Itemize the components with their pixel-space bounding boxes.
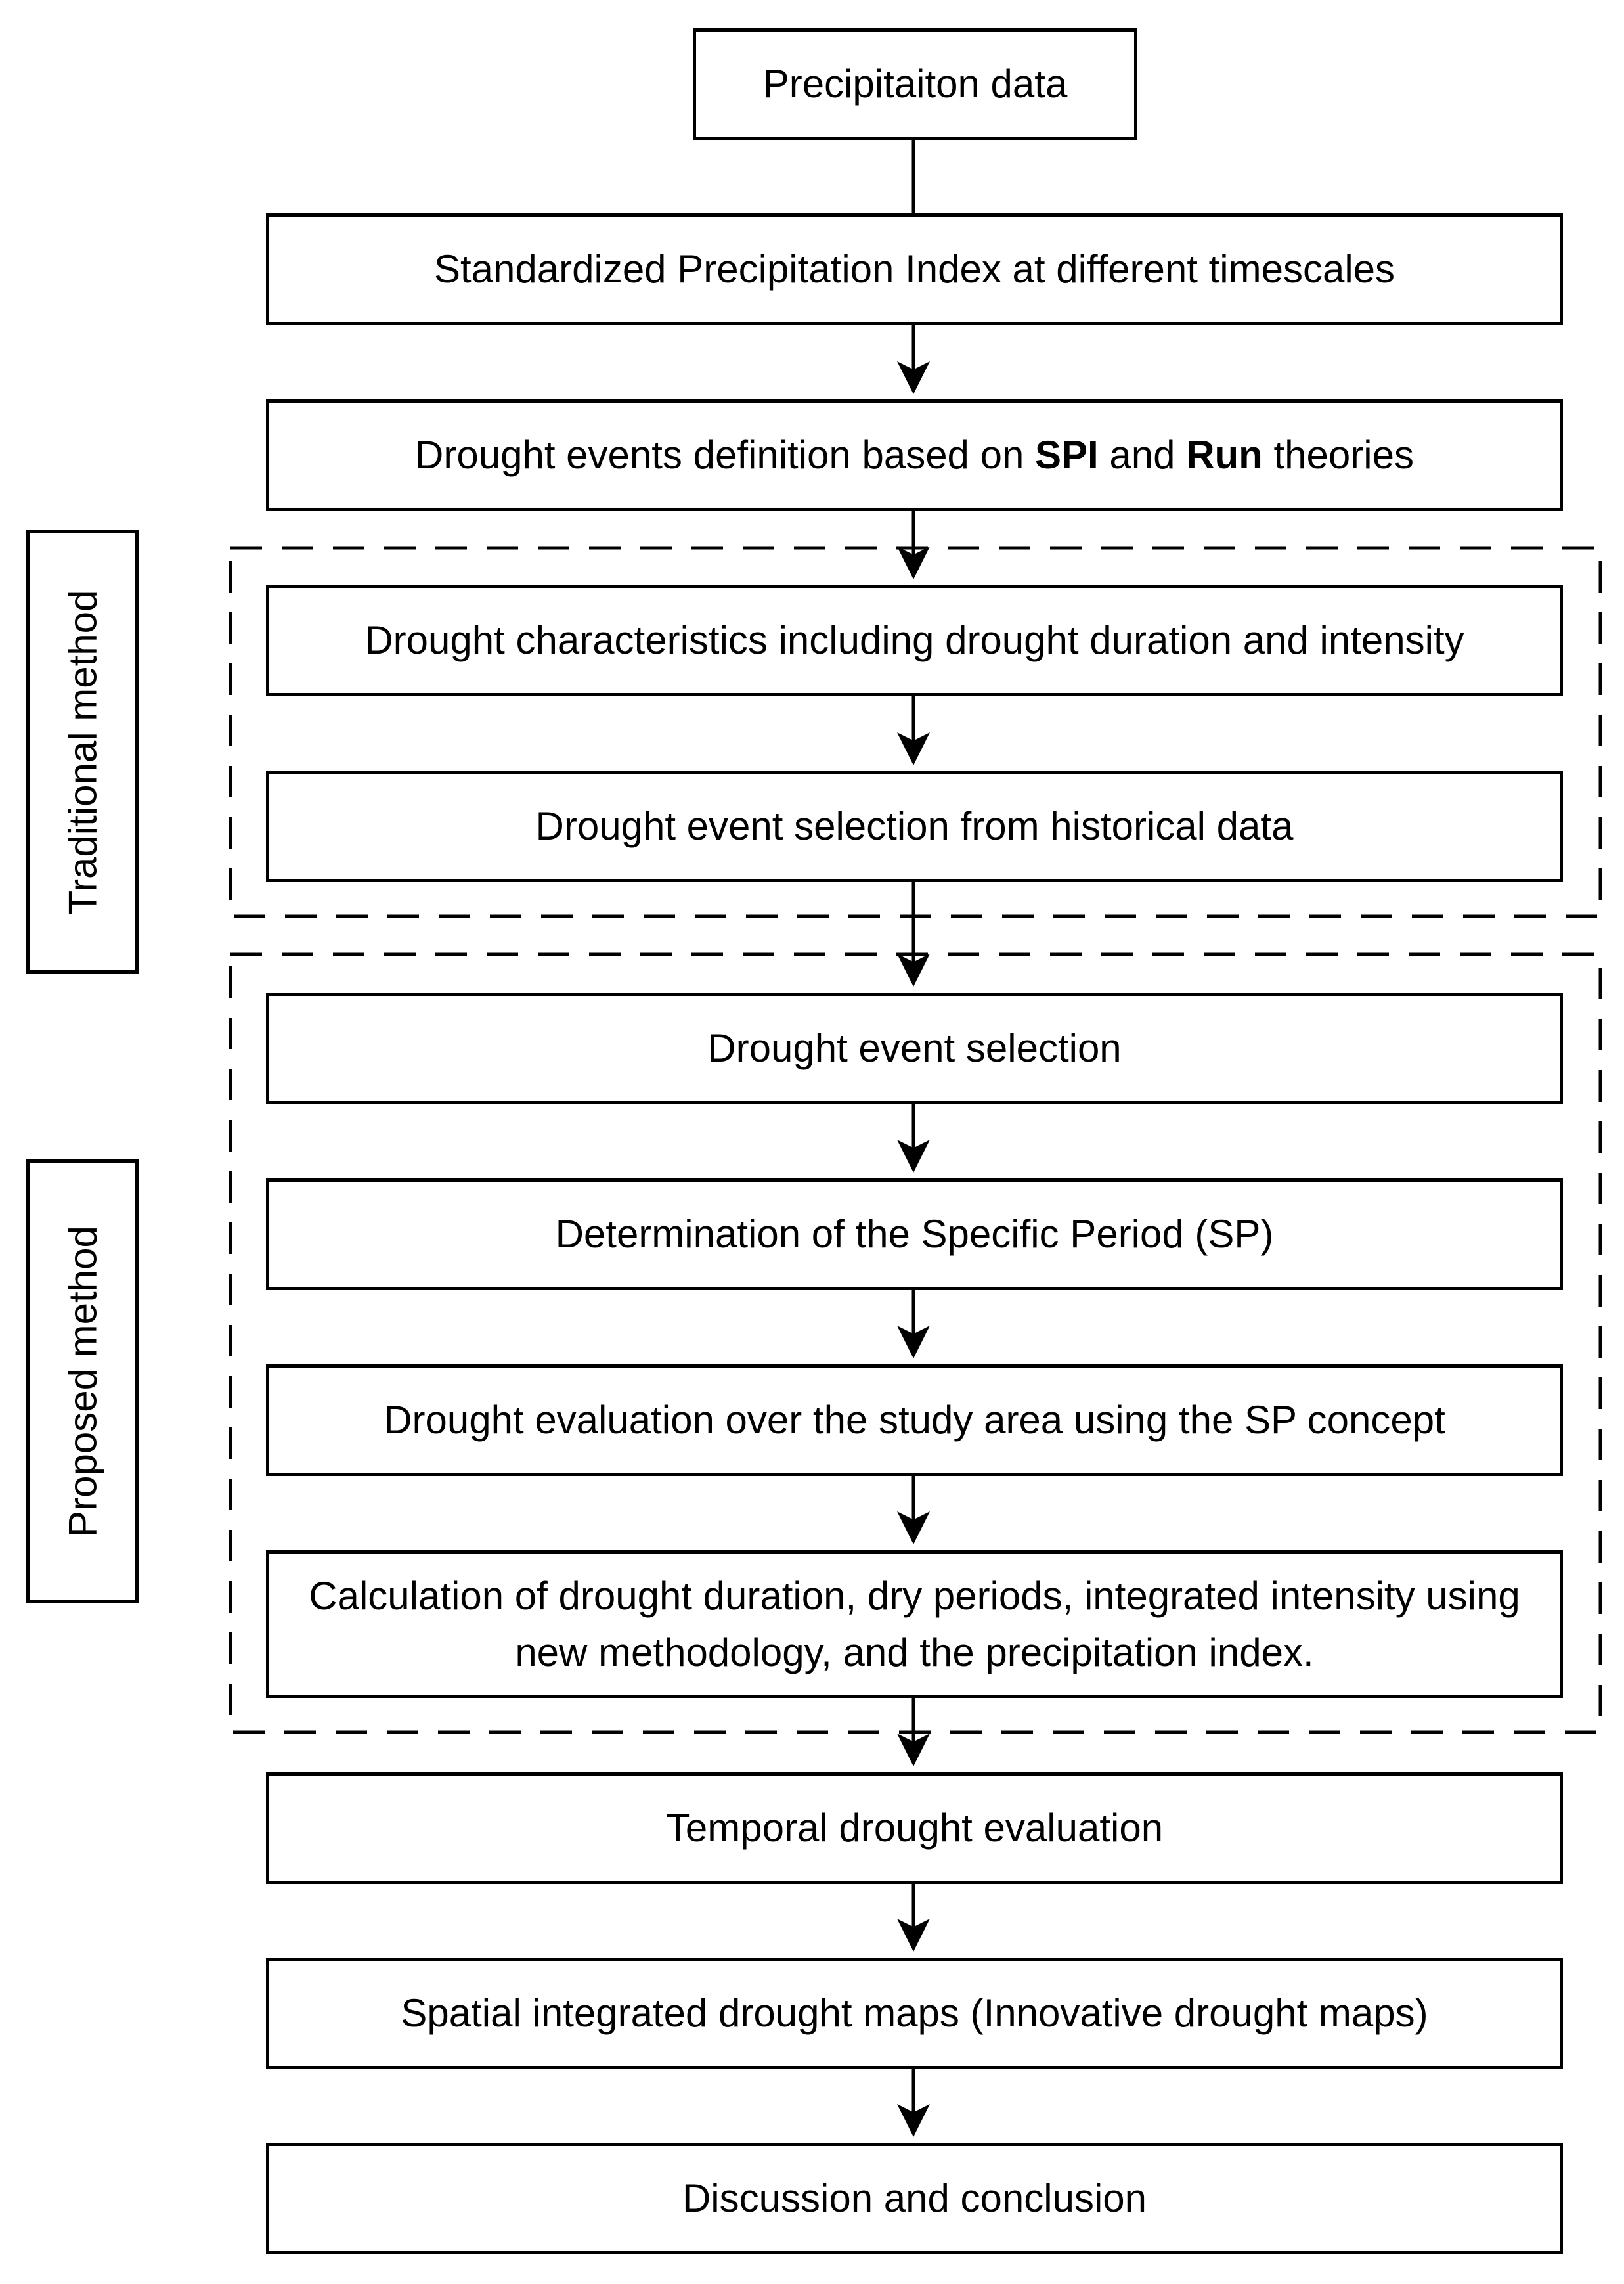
historical-selection-box: Drought event selection from historical … [266, 771, 1563, 882]
event-selection-label: Drought event selection [707, 1026, 1122, 1070]
specific-period-box: Determination of the Specific Period (SP… [266, 1178, 1563, 1290]
temporal-evaluation-box: Temporal drought evaluation [266, 1772, 1563, 1884]
precipitation-data-label: Precipitaiton data [762, 62, 1068, 106]
traditional-method-label: Traditional method [26, 530, 139, 974]
spi-timescales-label: Standardized Precipitation Index at diff… [433, 247, 1395, 291]
events-definition-label: Drought events definition based on SPI a… [415, 428, 1414, 483]
sp-evaluation-label: Drought evaluation over the study area u… [384, 1398, 1445, 1442]
events-definition-box: Drought events definition based on SPI a… [266, 399, 1563, 511]
characteristics-label: Drought characteristics including drough… [364, 618, 1464, 662]
characteristics-box: Drought characteristics including drough… [266, 585, 1563, 696]
events-definition-middle: and [1098, 433, 1187, 477]
run-term: Run [1186, 433, 1263, 477]
temporal-evaluation-label: Temporal drought evaluation [665, 1806, 1164, 1850]
events-definition-suffix: theories [1262, 433, 1414, 477]
traditional-method-text: Traditional method [60, 589, 104, 914]
proposed-method-text: Proposed method [60, 1225, 104, 1537]
precipitation-data-box: Precipitaiton data [693, 28, 1137, 140]
historical-selection-label: Drought event selection from historical … [535, 804, 1294, 848]
specific-period-label: Determination of the Specific Period (SP… [555, 1212, 1274, 1256]
discussion-label: Discussion and conclusion [682, 2176, 1147, 2220]
spi-term: SPI [1035, 433, 1099, 477]
events-definition-prefix: Drought events definition based on [415, 433, 1036, 477]
calculation-box: Calculation of drought duration, dry per… [266, 1550, 1563, 1698]
sp-evaluation-box: Drought evaluation over the study area u… [266, 1364, 1563, 1476]
proposed-method-label: Proposed method [26, 1159, 139, 1603]
calculation-label: Calculation of drought duration, dry per… [309, 1574, 1520, 1674]
spatial-maps-label: Spatial integrated drought maps (Innovat… [401, 1991, 1428, 2035]
spi-timescales-box: Standardized Precipitation Index at diff… [266, 213, 1563, 325]
discussion-box: Discussion and conclusion [266, 2143, 1563, 2254]
spatial-maps-box: Spatial integrated drought maps (Innovat… [266, 1958, 1563, 2069]
event-selection-box: Drought event selection [266, 993, 1563, 1104]
